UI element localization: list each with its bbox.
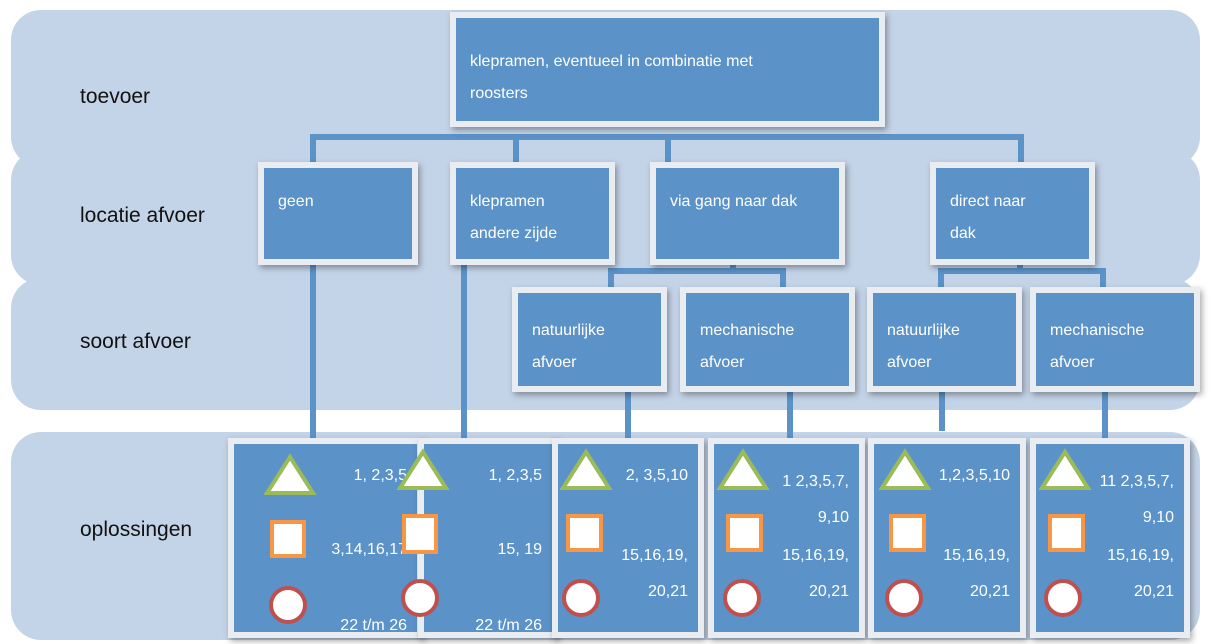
- triangle-icon: [1038, 448, 1092, 490]
- square-icon: [1048, 514, 1085, 552]
- triangle-icon: [263, 453, 317, 495]
- circle-icon: [723, 579, 761, 617]
- row-label-oplossingen: oplossingen: [80, 518, 193, 541]
- solution-box-geen: 1, 2,3,5 3,14,16,17 22 t/m 26: [228, 438, 423, 638]
- row-label-locatie: locatie afvoer: [80, 204, 205, 227]
- solution-2-square-values: 15, 19: [497, 541, 542, 558]
- node-toevoer: klepramen, eventueel in combinatie met r…: [450, 12, 885, 127]
- solution-3-triangle-values: 2, 3,5,10: [625, 467, 688, 484]
- triangle-icon: [396, 448, 450, 490]
- square-icon: [270, 520, 306, 558]
- solution-1-triangle-values: 1, 2,3,5: [353, 467, 407, 484]
- node-toevoer-line2: roosters: [470, 85, 528, 102]
- square-icon: [566, 514, 603, 552]
- solution-5-square-values: 15,16,19, 20,21: [943, 547, 1010, 600]
- solution-4-triangle-values: 1 2,3,5,7, 9,10: [782, 473, 849, 526]
- node-locatie-klepramen-line1: klepramen: [470, 193, 545, 210]
- node-locatie-geen-line1: geen: [278, 193, 314, 210]
- node-soort-4-line1: mechanische: [1050, 322, 1145, 339]
- node-locatie-klepramen-line2: andere zijde: [470, 225, 558, 242]
- circle-icon: [1044, 579, 1082, 617]
- node-locatie-dak: direct naar dak: [930, 162, 1095, 265]
- solution-2-triangle-values: 1, 2,3,5: [488, 467, 542, 484]
- node-locatie-dak-line2: dak: [950, 225, 976, 242]
- solution-1-square-values: 3,14,16,17: [331, 541, 407, 558]
- node-soort-1-line2: afvoer: [532, 354, 577, 371]
- solution-4-square-values: 15,16,19, 20,21: [782, 547, 849, 600]
- node-soort-gang-mechanisch: mechanische afvoer: [680, 287, 855, 392]
- circle-icon: [401, 579, 439, 617]
- node-toevoer-line1: klepramen, eventueel in combinatie met: [470, 53, 753, 70]
- node-locatie-gang-line1: via gang naar dak: [670, 193, 798, 210]
- triangle-icon: [878, 448, 932, 490]
- solution-6-square-values: 15,16,19, 20,21: [1107, 547, 1174, 600]
- node-soort-4-line2: afvoer: [1050, 354, 1095, 371]
- circle-icon: [562, 579, 600, 617]
- node-soort-dak-mechanisch: mechanische afvoer: [1030, 287, 1200, 392]
- triangle-icon: [716, 448, 770, 490]
- row-label-soort: soort afvoer: [80, 330, 191, 353]
- node-soort-1-line1: natuurlijke: [532, 322, 605, 339]
- solution-1-circle-values: 22 t/m 26: [340, 617, 407, 634]
- circle-icon: [885, 579, 923, 617]
- node-soort-2-line2: afvoer: [700, 354, 745, 371]
- triangle-icon: [559, 448, 613, 490]
- solution-2-circle-values: 22 t/m 26: [475, 617, 542, 634]
- node-soort-dak-natuurlijk: natuurlijke afvoer: [867, 287, 1022, 392]
- node-locatie-dak-line1: direct naar: [950, 193, 1026, 210]
- solution-3-square-values: 15,16,19, 20,21: [621, 547, 688, 600]
- square-icon: [726, 514, 763, 552]
- square-icon: [402, 514, 438, 554]
- solution-5-triangle-values: 1,2,3,5,10: [938, 467, 1010, 484]
- node-soort-2-line1: mechanische: [700, 322, 795, 339]
- node-locatie-geen: geen: [258, 162, 418, 265]
- square-icon: [889, 514, 926, 552]
- node-soort-gang-natuurlijk: natuurlijke afvoer: [512, 287, 667, 392]
- node-soort-3-line1: natuurlijke: [887, 322, 960, 339]
- node-locatie-gang: via gang naar dak: [650, 162, 845, 265]
- row-label-toevoer: toevoer: [80, 85, 151, 108]
- solution-6-triangle-values: 11 2,3,5,7, 9,10: [1099, 473, 1174, 526]
- node-soort-3-line2: afvoer: [887, 354, 932, 371]
- circle-icon: [269, 586, 307, 624]
- node-locatie-klepramen: klepramen andere zijde: [450, 162, 615, 265]
